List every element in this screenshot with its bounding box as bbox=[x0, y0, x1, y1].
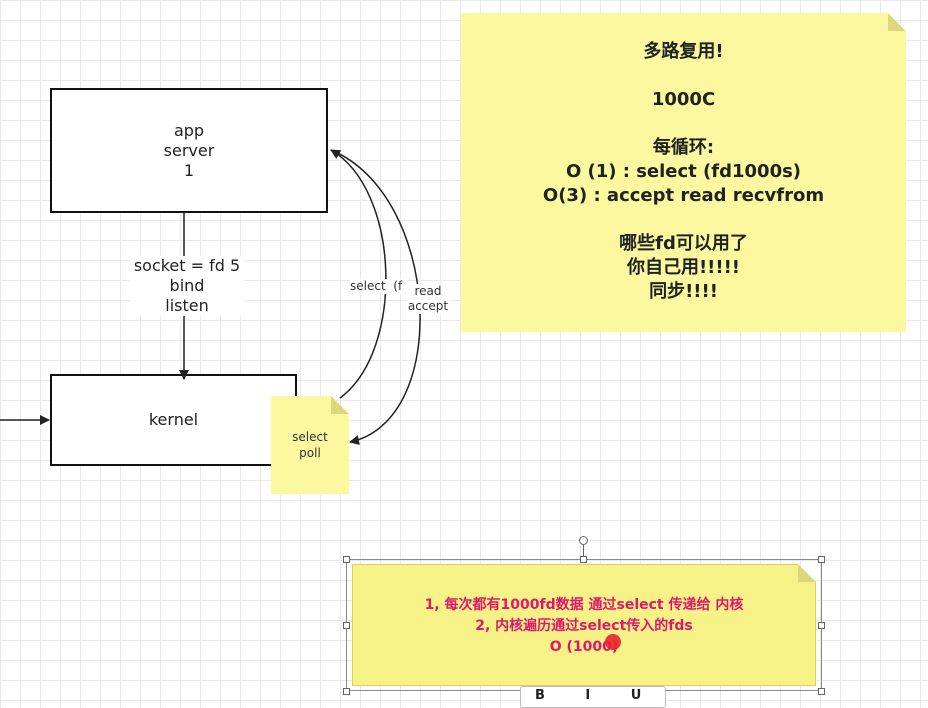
read-label: read bbox=[414, 284, 442, 298]
selected-note[interactable]: 1, 每次都有1000fd数据 通过select 传递给 内核 2, 内核遍历通过… bbox=[352, 564, 816, 686]
multiplexing-note-line-9: 哪些fd可以用了 bbox=[619, 233, 748, 254]
text-format-toolbar[interactable]: B I U A bbox=[520, 686, 666, 708]
multiplexing-note-line-7: O(3) : accept read recvfrom bbox=[542, 185, 825, 206]
red-cursor-dot bbox=[605, 634, 621, 650]
multiplexing-note-line-5: 每循环: bbox=[652, 137, 715, 158]
resize-handle-middle-left[interactable] bbox=[343, 622, 350, 629]
multiplexing-note-fold bbox=[888, 13, 906, 31]
read-accept-edge-label: read accept bbox=[406, 284, 450, 314]
resize-handle-bottom-right[interactable] bbox=[818, 688, 825, 695]
selected-note-line-2: 2, 内核遍历通过select传入的fds bbox=[475, 618, 693, 634]
selected-note-fold bbox=[798, 564, 816, 582]
app-server-box[interactable]: app server 1 bbox=[50, 88, 328, 213]
multiplexing-note-line-11: 同步!!!! bbox=[649, 281, 718, 302]
select-poll-line-2: poll bbox=[299, 446, 321, 460]
resize-handle-bottom-left[interactable] bbox=[343, 688, 350, 695]
socket-label-line-2: bind bbox=[169, 276, 205, 295]
selected-note-line-1: 1, 每次都有1000fd数据 通过select 传递给 内核 bbox=[424, 597, 744, 613]
resize-handle-middle-right[interactable] bbox=[818, 622, 825, 629]
app-server-line-2: server bbox=[163, 140, 215, 160]
rotate-stem bbox=[583, 544, 584, 556]
multiplexing-note-line-3: 1000C bbox=[651, 89, 716, 110]
resize-handle-top-center[interactable] bbox=[580, 556, 587, 563]
socket-label-line-1: socket = fd 5 bbox=[133, 256, 241, 275]
multiplexing-note-line-10: 你自己用!!!!! bbox=[626, 257, 741, 278]
rotate-handle[interactable] bbox=[579, 536, 588, 545]
kernel-box[interactable]: kernel bbox=[50, 374, 297, 466]
multiplexing-note-line-1: 多路复用! bbox=[643, 41, 724, 62]
multiplexing-note[interactable]: 多路复用! 1000C 每循环: O (1) : select (fd1000s) O(… bbox=[461, 13, 906, 332]
socket-label-line-3: listen bbox=[165, 296, 209, 315]
kernel-label: kernel bbox=[148, 410, 199, 429]
socket-edge-label: socket = fd 5 bind listen bbox=[130, 256, 244, 316]
resize-handle-top-right[interactable] bbox=[818, 556, 825, 563]
accept-label: accept bbox=[407, 299, 449, 313]
multiplexing-note-line-6: O (1) : select (fd1000s) bbox=[565, 161, 802, 182]
select-edge-label: select (f bbox=[350, 279, 408, 294]
app-server-line-1: app bbox=[173, 120, 205, 140]
select-return-curve bbox=[330, 149, 387, 399]
app-server-line-3: 1 bbox=[183, 160, 195, 180]
selected-note-line-3: O (1000) bbox=[549, 639, 619, 655]
select-poll-note-fold bbox=[331, 396, 349, 414]
resize-handle-top-left[interactable] bbox=[343, 556, 350, 563]
select-poll-line-1: select bbox=[292, 430, 328, 444]
